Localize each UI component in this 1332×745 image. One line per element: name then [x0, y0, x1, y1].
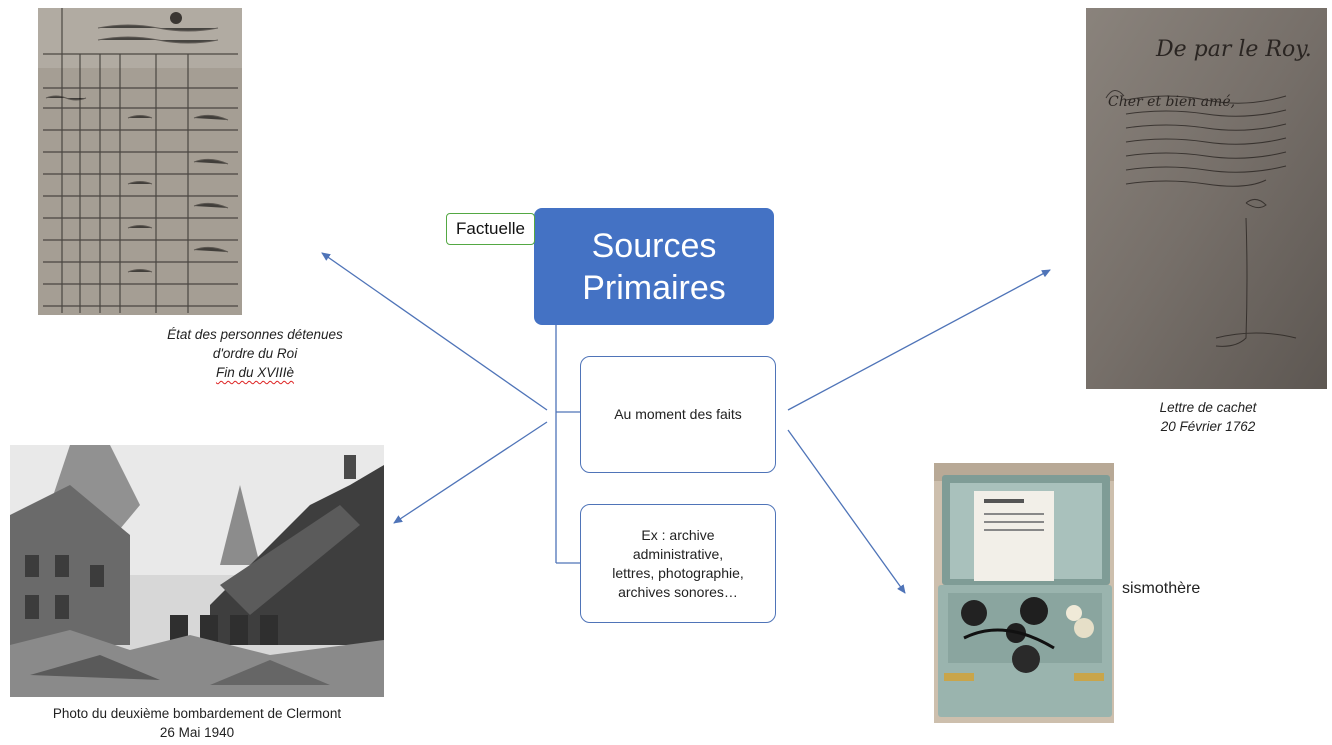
center-title-line-1: Sources	[591, 226, 717, 265]
arrow-to-photo	[393, 421, 548, 524]
registre-caption-line-3: Fin du XVIIIè	[215, 365, 295, 380]
moment-box: Au moment des faits	[580, 356, 776, 473]
bombardement-caption-line-1: Photo du deuxième bombardement de Clermo…	[52, 706, 342, 721]
lettre-caption: Lettre de cachet 20 Février 1762	[1108, 398, 1308, 436]
arrow-to-lettre	[787, 269, 1051, 411]
bombardement-caption: Photo du deuxième bombardement de Clermo…	[0, 704, 394, 742]
lettre-caption-line-1: Lettre de cachet	[1159, 400, 1257, 415]
lettre-image: De par le Roy. Cher et bien amé,	[1086, 8, 1327, 389]
bombardement-photo	[10, 445, 384, 697]
sismothere-image	[934, 463, 1114, 723]
registre-caption-line-2: d'ordre du Roi	[212, 346, 298, 361]
registre-caption-line-1: État des personnes détenues	[167, 327, 343, 342]
example-box: Ex : archive administrative, lettres, ph…	[580, 504, 776, 623]
arrow-to-sismo	[787, 429, 906, 594]
svg-text:Cher et bien amé,: Cher et bien amé,	[1108, 94, 1235, 110]
svg-text:De par le Roy.: De par le Roy.	[1155, 37, 1312, 62]
example-line-1: Ex : archive	[641, 526, 715, 543]
registre-image	[38, 8, 242, 315]
center-title-line-2: Primaires	[582, 268, 726, 307]
sources-primaires-box: Sources Primaires	[534, 208, 774, 325]
sismothere-label: sismothère	[1122, 580, 1201, 597]
example-line-3: lettres, photographie,	[612, 564, 744, 581]
example-line-2: administrative,	[632, 545, 724, 562]
arrow-to-registre	[321, 252, 548, 411]
registre-caption: État des personnes détenues d'ordre du R…	[167, 325, 343, 382]
example-line-4: archives sonores…	[618, 583, 738, 600]
lettre-caption-line-2: 20 Février 1762	[1160, 419, 1256, 434]
moment-text: Au moment des faits	[614, 406, 742, 422]
bombardement-caption-line-2: 26 Mai 1940	[159, 725, 235, 740]
tree-connector	[555, 325, 580, 564]
factuelle-tag: Factuelle	[446, 213, 535, 245]
